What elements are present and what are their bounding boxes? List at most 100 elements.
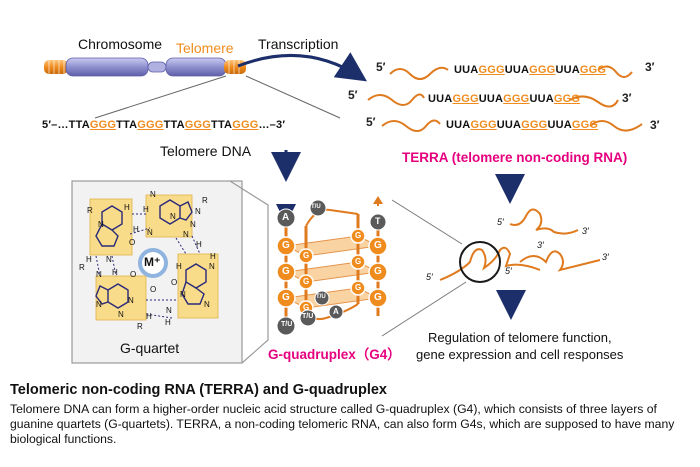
atom-label: O bbox=[150, 285, 157, 294]
atom-label: R bbox=[87, 206, 93, 215]
g-base: G bbox=[303, 251, 310, 260]
seq-part: UUA bbox=[478, 93, 504, 105]
atom-label: H bbox=[124, 203, 130, 212]
terra-row-1-five: 5′ bbox=[376, 60, 386, 74]
g4-bottom-base: T/U bbox=[281, 321, 293, 328]
seq-part: UUA bbox=[428, 93, 453, 105]
atom-label: H bbox=[210, 252, 216, 261]
dna-g-3: GGG bbox=[184, 119, 212, 131]
g-base: G bbox=[355, 257, 362, 266]
atom-label: H bbox=[196, 240, 202, 249]
atom-label: H bbox=[165, 318, 171, 327]
seq-part: UUA bbox=[446, 119, 471, 131]
regulation-line-2: gene expression and cell responses bbox=[416, 347, 624, 362]
atom-label: R bbox=[137, 322, 143, 331]
atom-label: N bbox=[166, 306, 172, 315]
g4-bottom-base: T/U bbox=[302, 313, 314, 320]
terra-row-2-seq: UUAGGGUUAGGGUUAGGG bbox=[428, 93, 580, 105]
g-base: G bbox=[355, 231, 362, 240]
terra-label: TERRA (telomere non-coding RNA) bbox=[402, 150, 628, 165]
dna-prefix: 5′–…TTA bbox=[42, 119, 90, 131]
atom-label: H bbox=[86, 255, 92, 264]
atom-label: H bbox=[143, 205, 149, 214]
atom-label: O bbox=[129, 238, 136, 247]
terra-row-3-three: 3′ bbox=[650, 118, 660, 132]
metal-ion-label: M⁺ bbox=[144, 255, 161, 269]
dna-suffix: …–3′ bbox=[258, 119, 286, 131]
seq-g: GGG bbox=[553, 93, 581, 105]
terra-g4-end: 5′ bbox=[497, 217, 504, 227]
caption-title: Telomeric non-coding RNA (TERRA) and G-q… bbox=[10, 382, 387, 398]
g4-top-base-T: T bbox=[375, 216, 381, 226]
atom-label: N bbox=[209, 262, 215, 271]
atom-label: N bbox=[98, 220, 104, 229]
g-quartet-panel bbox=[71, 180, 269, 364]
atom-label: N bbox=[170, 212, 176, 221]
terra-g4-end: 5′ bbox=[505, 266, 512, 276]
seq-g: GGG bbox=[503, 93, 530, 105]
atom-label: N bbox=[106, 255, 112, 264]
telomere-dna-sequence: 5′–…TTAGGGTTAGGGTTAGGGTTAGGG…–3′ bbox=[42, 119, 285, 131]
atom-label: N bbox=[180, 290, 186, 299]
terra-row-2-five: 5′ bbox=[348, 88, 358, 102]
atom-label: O bbox=[130, 270, 137, 279]
terra-g4-end: 3′ bbox=[602, 252, 609, 262]
atom-label: N bbox=[96, 300, 102, 309]
seq-g: GGG bbox=[529, 64, 556, 76]
atom-label: H bbox=[146, 312, 152, 321]
chromosome-label: Chromosome bbox=[78, 36, 163, 52]
dna-g-1: GGG bbox=[89, 119, 117, 131]
terra-row-3-five: 5′ bbox=[366, 115, 376, 129]
g-base: G bbox=[303, 303, 310, 312]
regulation-line-1: Regulation of telomere function, bbox=[428, 330, 612, 345]
g4-top-base-TU: T/U bbox=[311, 204, 321, 210]
atom-label: N bbox=[190, 220, 196, 229]
dna-link-2: TTA bbox=[163, 119, 185, 131]
telomere-label: Telomere bbox=[176, 40, 234, 56]
g-quartet-label: G-quartet bbox=[120, 340, 180, 356]
seq-g: GGG bbox=[571, 119, 599, 131]
telomere-zoom-lines bbox=[94, 75, 341, 119]
atom-label: N bbox=[204, 300, 210, 309]
transcription-arrow bbox=[237, 52, 367, 82]
g-base: G bbox=[374, 240, 382, 251]
atom-label: R bbox=[79, 263, 85, 272]
g4-top-base-A: A bbox=[282, 212, 290, 223]
atom-label: N bbox=[150, 190, 156, 199]
g-base: G bbox=[282, 292, 290, 303]
seq-g: GGG bbox=[452, 93, 479, 105]
seq-g: GGG bbox=[521, 119, 548, 131]
atom-label: N bbox=[195, 207, 201, 216]
transcription-label: Transcription bbox=[258, 36, 339, 52]
terra-g4-cluster bbox=[439, 208, 601, 283]
caption-body: Telomere DNA can form a higher-order nuc… bbox=[10, 402, 675, 446]
terra-g4-end: 3′ bbox=[537, 240, 544, 250]
seq-part: UUA bbox=[555, 64, 580, 76]
seq-part: UUA bbox=[496, 119, 522, 131]
seq-g: GGG bbox=[478, 64, 505, 76]
terra-row-1-three: 3′ bbox=[645, 60, 655, 74]
dna-g-2: GGG bbox=[137, 119, 164, 131]
atom-label: N bbox=[183, 230, 189, 239]
atom-label: N bbox=[128, 296, 134, 305]
atom-label: N bbox=[118, 310, 124, 319]
terra-strands bbox=[367, 65, 643, 132]
seq-part: UUA bbox=[504, 64, 530, 76]
seq-part: UUA bbox=[454, 64, 479, 76]
telomere-dna-label: Telomere DNA bbox=[160, 143, 252, 159]
terra-row-3-seq: UUAGGGUUAGGGUUAGGG bbox=[446, 119, 598, 131]
terra-g4-end: 3′ bbox=[582, 226, 589, 236]
terra-row-2-three: 3′ bbox=[622, 91, 632, 105]
g4-callout-lines bbox=[381, 199, 467, 337]
seq-g: GGG bbox=[579, 64, 607, 76]
g4-loop-base: T/U bbox=[316, 294, 326, 300]
g4-label: G-quadruplex（G4） bbox=[268, 347, 401, 362]
terra-g4-end: 5′ bbox=[426, 272, 433, 282]
g-base: G bbox=[282, 240, 290, 251]
g-base: G bbox=[374, 266, 382, 277]
g-base: G bbox=[374, 292, 382, 303]
g-base: G bbox=[282, 266, 290, 277]
seq-part: UUA bbox=[547, 119, 572, 131]
seq-part: UUA bbox=[529, 93, 554, 105]
